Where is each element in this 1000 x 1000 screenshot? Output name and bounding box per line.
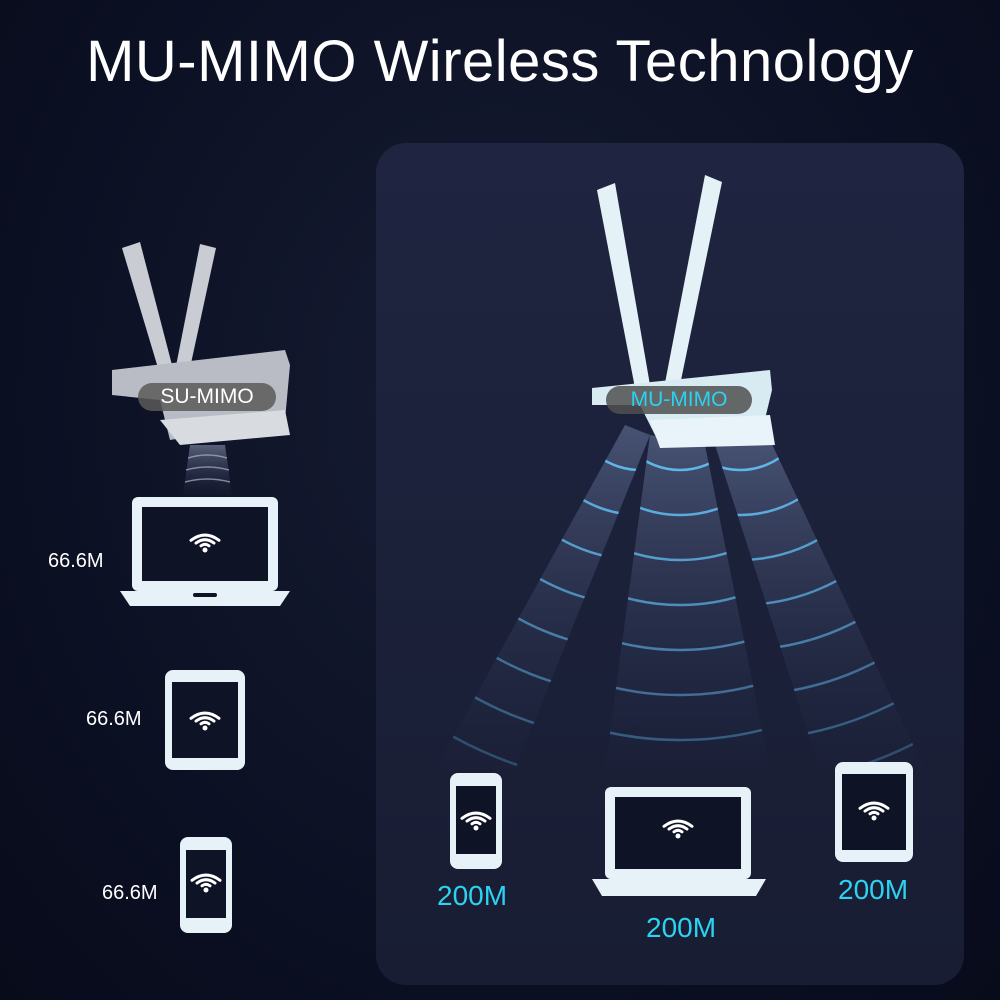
wifi-icon [189, 533, 221, 553]
beam-tablet [715, 440, 925, 770]
wave-arc [605, 435, 770, 607]
mu-laptop-speed: 200M [646, 912, 717, 943]
wifi-icon [189, 711, 221, 731]
wifi-icon [190, 873, 222, 893]
wifi-icon [662, 819, 694, 839]
su-signal-waves [184, 454, 231, 483]
beam-laptop [605, 435, 770, 770]
su-tablet [165, 670, 245, 770]
wifi-icons [189, 533, 890, 893]
wave-arc [605, 435, 770, 652]
wave-arc [715, 440, 857, 517]
mu-phone-speed: 200M [437, 880, 508, 911]
wave-arcs [605, 435, 770, 770]
wave-arc [605, 435, 770, 697]
wave-arc [605, 435, 770, 517]
wave-arc [605, 435, 770, 562]
wave-arc [715, 440, 812, 472]
su-signal-beam [183, 445, 232, 495]
wifi-icon [858, 801, 890, 821]
mu-mimo-label: MU-MIMO [606, 386, 752, 414]
mu-laptop [592, 787, 766, 896]
wave-arc [605, 435, 770, 742]
su-mimo-wifi-card [112, 242, 290, 445]
mu-signal-beams [435, 425, 925, 770]
wifi-icon [460, 811, 492, 831]
mu-tablet-speed: 200M [838, 874, 909, 905]
beam-phone [435, 425, 650, 770]
su-tablet-speed: 66.6M [86, 708, 142, 730]
su-mimo-label: SU-MIMO [138, 383, 276, 411]
page-title: MU-MIMO Wireless Technology [86, 29, 914, 94]
wave-arc [608, 435, 752, 472]
su-laptop-speed: 66.6M [48, 550, 104, 572]
su-phone-speed: 66.6M [102, 882, 158, 904]
